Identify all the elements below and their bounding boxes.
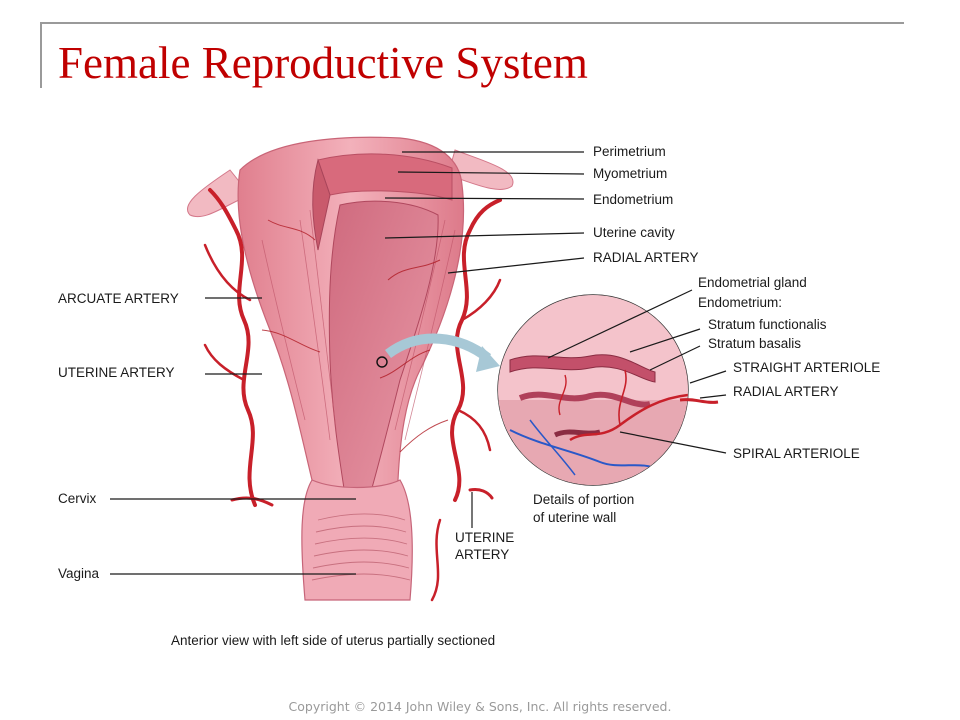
slide-frame-left-rule: [40, 22, 42, 88]
label-stratum-basalis: Stratum basalis: [708, 336, 801, 351]
label-uterine-cavity: Uterine cavity: [593, 225, 675, 240]
label-spiral-arteriole: SPIRAL ARTERIOLE: [733, 446, 860, 461]
label-uterine-artery-bottom-line1: UTERINE: [455, 530, 514, 545]
leader-lines: [110, 151, 727, 575]
figure-caption: Anterior view with left side of uterus p…: [171, 633, 495, 648]
slide-frame-top-rule: [40, 22, 904, 24]
uterus-illustration: [187, 136, 514, 601]
inset-caption-line2: of uterine wall: [533, 510, 616, 525]
label-straight-arteriole: STRAIGHT ARTERIOLE: [733, 360, 880, 375]
uterine-wall-inset: [497, 294, 719, 486]
arteriole-branches: [261, 219, 449, 453]
label-cervix: Cervix: [58, 491, 97, 506]
copyright-notice: Copyright © 2014 John Wiley & Sons, Inc.…: [288, 699, 672, 714]
cervix-vagina-shape: [301, 479, 413, 601]
label-endometrial-gland: Endometrial gland: [698, 275, 807, 290]
label-endometrium: Endometrium: [593, 192, 673, 207]
label-uterine-artery-left: UTERINE ARTERY: [58, 365, 175, 380]
detail-locator-circle: [376, 356, 388, 368]
label-perimetrium: Perimetrium: [593, 144, 666, 159]
magnify-arrow: [385, 333, 492, 363]
slide-title: Female Reproductive System: [58, 38, 588, 88]
label-radial-artery: RADIAL ARTERY: [593, 250, 699, 265]
label-stratum-functionalis: Stratum functionalis: [708, 317, 827, 332]
label-radial-artery-inset: RADIAL ARTERY: [733, 384, 839, 399]
inset-caption-line1: Details of portion: [533, 492, 634, 507]
label-myometrium: Myometrium: [593, 166, 667, 181]
label-arcuate-artery: ARCUATE ARTERY: [58, 291, 179, 306]
label-uterine-artery-bottom-line2: ARTERY: [455, 547, 509, 562]
label-endometrium-inset: Endometrium:: [698, 295, 782, 310]
artery-network: [203, 188, 502, 602]
uterine-cavity-shape: [328, 200, 439, 496]
label-vagina: Vagina: [58, 566, 100, 581]
